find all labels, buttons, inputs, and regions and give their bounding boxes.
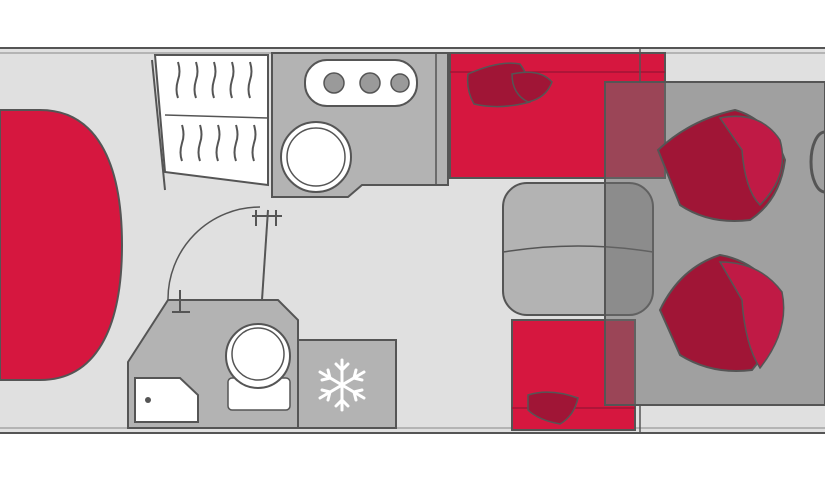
fridge[interactable] [297, 339, 397, 429]
shower-tray-icon[interactable] [134, 377, 199, 423]
cab-area [604, 48, 825, 433]
wardrobe[interactable] [151, 54, 269, 191]
rear-bed[interactable] [0, 109, 124, 381]
toilet-icon[interactable] [225, 323, 291, 411]
hanger-icon [175, 61, 257, 162]
cushion-icon [527, 391, 579, 425]
round-sink-icon[interactable] [280, 121, 352, 193]
snowflake-icon [318, 358, 366, 412]
kitchen-counter[interactable] [271, 52, 449, 198]
door-handles [172, 209, 282, 313]
bathroom-door-swing [167, 206, 261, 301]
cab-seat-driver[interactable] [656, 108, 787, 222]
cooktop[interactable] [304, 59, 418, 107]
steering-wheel-icon [809, 130, 825, 194]
bathroom[interactable] [127, 206, 299, 429]
burner-icon [323, 72, 410, 94]
cab-seat-passenger[interactable] [658, 253, 785, 372]
cushion-icon [466, 62, 553, 108]
